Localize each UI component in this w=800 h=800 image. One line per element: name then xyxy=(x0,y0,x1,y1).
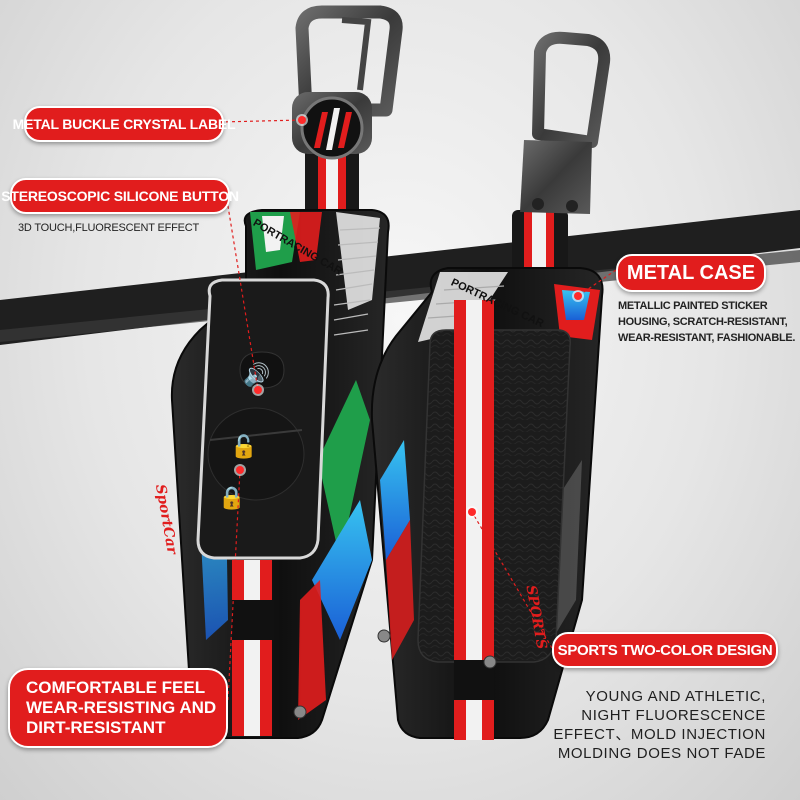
metal-note-line: METALLIC PAINTED STICKER xyxy=(618,300,768,312)
comfortable-line: COMFORTABLE FEEL xyxy=(26,678,206,697)
comfortable-line: WEAR-RESISTING AND xyxy=(26,698,217,717)
two-color-note: YOUNG AND ATHLETIC, NIGHT FLUORESCENCE E… xyxy=(553,687,766,763)
metal-case-callout: METAL CASE xyxy=(616,254,766,292)
metal-note-line: HOUSING, SCRATCH-RESISTANT, xyxy=(618,316,788,328)
callout-leaders xyxy=(219,119,617,701)
hotspot-crystal xyxy=(298,116,306,124)
panic-button xyxy=(239,351,285,389)
two-color-note-line: NIGHT FLUORESCENCE xyxy=(581,707,766,724)
two-color-note-line: MOLDING DOES NOT FADE xyxy=(557,745,766,762)
silicone-button-note: 3D TOUCH,FLUORESCENT EFFECT xyxy=(18,222,200,234)
two-color-note-line: YOUNG AND ATHLETIC, xyxy=(585,688,766,705)
comfortable-line: DIRT-RESISTANT xyxy=(26,718,166,737)
metal-note-line: WEAR-RESISTANT, FASHIONABLE. xyxy=(618,332,796,344)
metal-case-note: METALLIC PAINTED STICKER HOUSING, SCRATC… xyxy=(618,298,795,346)
two-color-title: SPORTS TWO-COLOR DESIGN xyxy=(557,641,773,659)
silicone-button-callout: STEREOSCOPIC SILICONE BUTTON xyxy=(1,178,239,214)
front-script-text: SportCar xyxy=(152,483,180,557)
metal-case-title: METAL CASE xyxy=(626,261,756,284)
hotspot-button xyxy=(254,386,262,394)
hotspot-case xyxy=(574,292,582,300)
background-bar xyxy=(0,210,800,345)
crystal-label-callout: METAL BUCKLE CRYSTAL LABEL xyxy=(13,106,236,142)
back-fob: PORTRACING CAR SPORTS xyxy=(370,31,611,740)
leather-insert xyxy=(417,329,572,663)
unlock-icon: 🔓 xyxy=(230,434,257,460)
hotspot-stripe xyxy=(468,508,476,516)
comfortable-callout: COMFORTABLE FEEL WEAR-RESISTING AND DIRT… xyxy=(8,668,228,748)
lock-icon: 🔒 xyxy=(218,486,245,511)
silicone-button-title: STEREOSCOPIC SILICONE BUTTON xyxy=(1,188,239,204)
two-color-callout: SPORTS TWO-COLOR DESIGN xyxy=(552,632,778,668)
hotspot-feel xyxy=(236,466,244,474)
two-color-note-line: EFFECT、MOLD INJECTION xyxy=(553,726,766,743)
front-fob: 🔊 🔓 🔒 PORTRACING CAR SportCar xyxy=(152,5,403,739)
crystal-label-title: METAL BUCKLE CRYSTAL LABEL xyxy=(12,116,236,132)
